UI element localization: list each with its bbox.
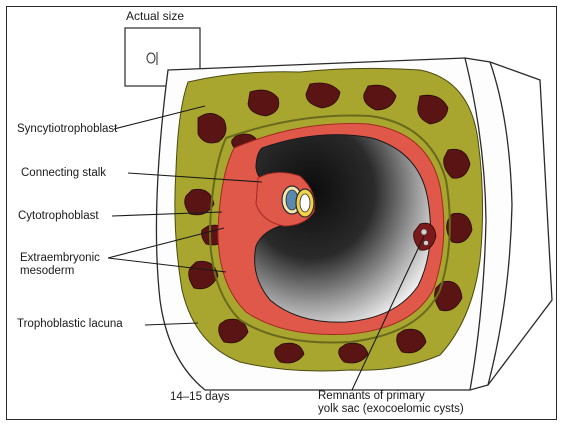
chorionic-cavity: [255, 135, 431, 322]
extraembryonic-label-line1: Extraembryonic: [20, 252, 100, 265]
remnants-label: Remnants of primary yolk sac (exocoelomi…: [318, 390, 464, 416]
extraembryonic-label-line2: mesoderm: [20, 265, 100, 278]
remnants-label-line1: Remnants of primary: [318, 390, 464, 403]
trophoblastic-lacuna-label: Trophoblastic lacuna: [17, 318, 123, 331]
syncytiotrophoblast-label: Syncytiotrophoblast: [17, 123, 117, 136]
remnants-label-line2: yolk sac (exocoelomic cysts): [318, 403, 464, 416]
cytotrophoblast-label: Cytotrophoblast: [18, 210, 99, 223]
connecting-stalk-label: Connecting stalk: [21, 167, 106, 180]
actual-size-label: Actual size: [126, 10, 184, 23]
days-label: 14–15 days: [170, 391, 229, 404]
extraembryonic-mesoderm-label: Extraembryonic mesoderm: [20, 252, 100, 278]
